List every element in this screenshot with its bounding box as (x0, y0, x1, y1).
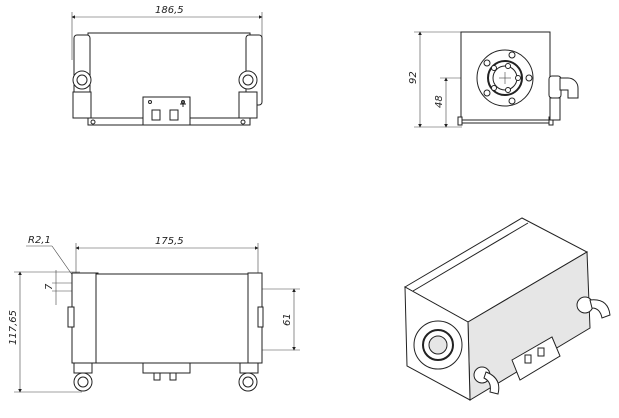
slot-dimension-label: 7 (44, 283, 55, 290)
mount-spacing-dimension-label: 61 (282, 313, 293, 326)
height-dimension-label: 92 (408, 71, 419, 84)
front-view: 186,5 (71, 5, 263, 126)
axis-height-dimension-label: 48 (434, 95, 445, 108)
total-height-dimension-label: 117,65 (8, 310, 19, 345)
side-view: 92 48 (408, 31, 579, 128)
iso-connector (511, 336, 561, 381)
iso-view (403, 217, 611, 401)
fitting-elbow (548, 75, 562, 99)
radius-dimension-label: R2,1 (28, 235, 51, 246)
length-dimension-label: 175,5 (155, 236, 184, 247)
housing-bottom (95, 273, 249, 364)
width-dimension-label: 186,5 (155, 5, 184, 16)
bottom-view: R2,1 175,5 117,65 7 61 (8, 235, 300, 393)
